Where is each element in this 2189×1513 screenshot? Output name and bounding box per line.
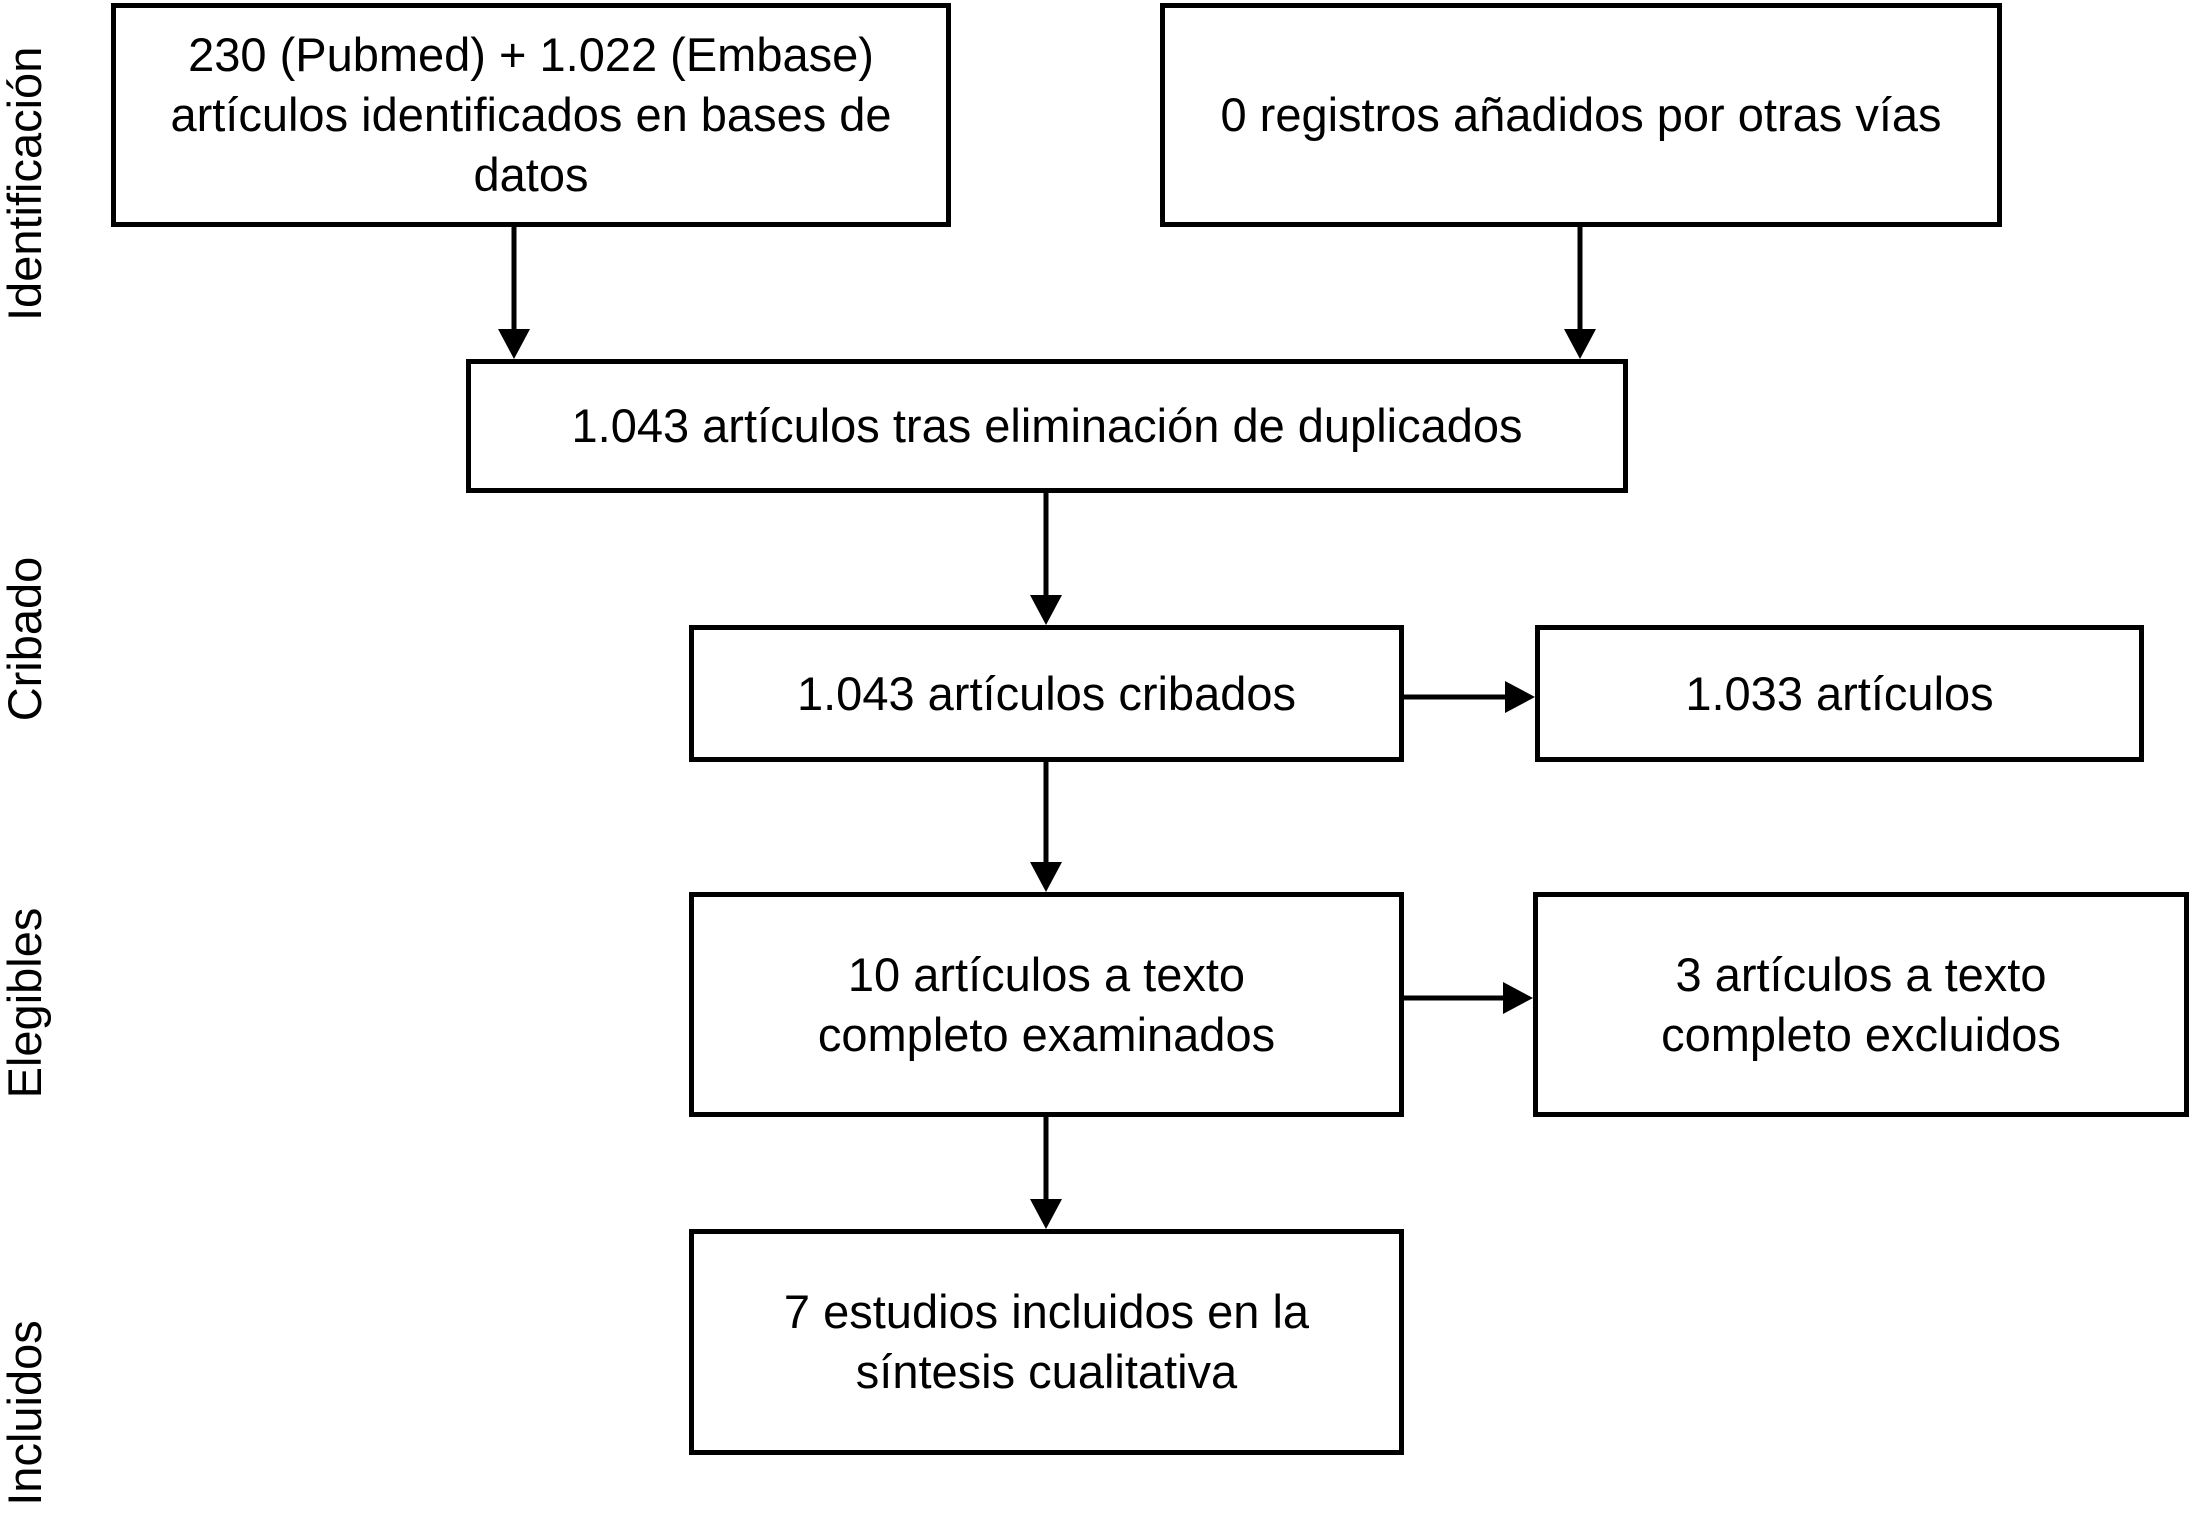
text-line: 7 estudios incluidos en la [783, 1285, 1310, 1338]
stage-label-included: Incluidos [0, 1320, 51, 1506]
text-line: 230 (Pubmed) + 1.022 (Embase) [188, 28, 874, 81]
box-records-other-sources: 0 registros añadidos por otras vías [1160, 3, 2002, 227]
text-line: síntesis cualitativa [855, 1345, 1238, 1398]
stage-label-identification: Identificación [0, 46, 51, 321]
arrowhead-dedup-to-screened [1030, 595, 1062, 625]
box-records-screened: 1.043 artículos cribados [689, 625, 1404, 762]
arrowhead-screened-to-excluded [1505, 681, 1535, 713]
arrowhead-fulltext-to-included [1030, 1199, 1062, 1229]
arrowhead-screened-to-fulltext [1030, 862, 1062, 892]
box-screened-text: 1.043 artículos cribados [777, 664, 1316, 724]
box-fulltext-excluded-text: 3 artículos a texto completo excluidos [1641, 945, 2081, 1065]
text-line: 1.033 artículos [1685, 666, 1994, 720]
box-studies-included-text: 7 estudios incluidos en la síntesis cual… [764, 1282, 1329, 1402]
box-studies-included: 7 estudios incluidos en la síntesis cual… [689, 1229, 1404, 1455]
stage-label-screening: Cribado [0, 556, 51, 722]
text-line: artículos identificados en bases de [170, 88, 892, 141]
box-other-sources-text: 0 registros añadidos por otras vías [1200, 85, 1961, 145]
text-line: 1.043 artículos cribados [796, 666, 1296, 720]
text-line: datos [473, 148, 589, 201]
text-line: 0 registros añadidos por otras vías [1220, 88, 1942, 141]
box-after-duplicates-removed: 1.043 artículos tras eliminación de dupl… [466, 359, 1628, 493]
box-records-identified-text: 230 (Pubmed) + 1.022 (Embase) artículos … [150, 25, 911, 205]
text-line: 1.043 artículos tras eliminación de dupl… [571, 399, 1523, 452]
box-after-duplicates-text: 1.043 artículos tras eliminación de dupl… [552, 396, 1543, 456]
text-line: completo excluidos [1661, 1007, 2061, 1061]
box-records-identified-databases: 230 (Pubmed) + 1.022 (Embase) artículos … [111, 3, 951, 227]
text-line: completo examinados [817, 1007, 1276, 1061]
arrowhead-other-to-dedup [1564, 329, 1596, 359]
text-line: 10 artículos a texto [847, 947, 1246, 1001]
box-fulltext-assessed-text: 10 artículos a texto completo examinados [798, 945, 1295, 1065]
box-records-excluded-screening: 1.033 artículos [1535, 625, 2144, 762]
box-excluded-screening-text: 1.033 artículos [1665, 664, 2013, 724]
box-fulltext-assessed: 10 artículos a texto completo examinados [689, 892, 1404, 1117]
arrowhead-identified-to-dedup [498, 329, 530, 359]
text-line: 3 artículos a texto [1675, 947, 2047, 1001]
stage-label-eligibility: Elegibles [0, 907, 51, 1099]
box-fulltext-excluded: 3 artículos a texto completo excluidos [1533, 892, 2189, 1117]
arrowhead-fulltext-to-excluded [1503, 982, 1533, 1014]
